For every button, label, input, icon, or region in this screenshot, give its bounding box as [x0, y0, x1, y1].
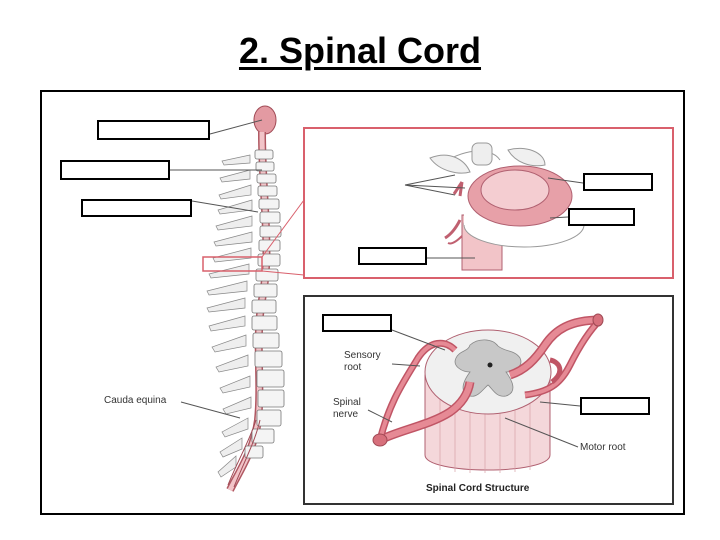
blank-label-box	[568, 208, 635, 226]
motor-root-label: Motor root	[580, 442, 626, 453]
structure-caption: Spinal Cord Structure	[426, 483, 530, 494]
sensory-root-label-line2: root	[344, 362, 362, 373]
blank-label-box	[583, 173, 653, 191]
vertebra-detail-panel	[303, 127, 674, 279]
blank-label-box	[81, 199, 192, 217]
spinal-column-illustration	[202, 105, 305, 492]
vertebra-segment-illustration	[429, 142, 585, 271]
bottom-panel-leader-lines	[367, 329, 581, 448]
blank-label-box	[97, 120, 210, 140]
top-panel-leader-lines	[404, 174, 584, 259]
spinal-nerve-label-line1: Spinal	[333, 397, 361, 408]
cord-cross-section-illustration	[372, 313, 604, 473]
blank-label-box	[322, 314, 392, 332]
spinal-nerve-label-line2: nerve	[333, 409, 359, 420]
cord-structure-panel	[303, 295, 674, 505]
blank-label-box	[580, 397, 650, 415]
left-leader-lines	[170, 119, 263, 419]
blank-label-box	[60, 160, 170, 180]
blank-label-box	[358, 247, 427, 265]
sensory-root-label-line1: Sensory	[344, 350, 381, 361]
page-title: 2. Spinal Cord	[238, 30, 482, 71]
cauda-equina-label: Cauda equina	[104, 395, 167, 406]
